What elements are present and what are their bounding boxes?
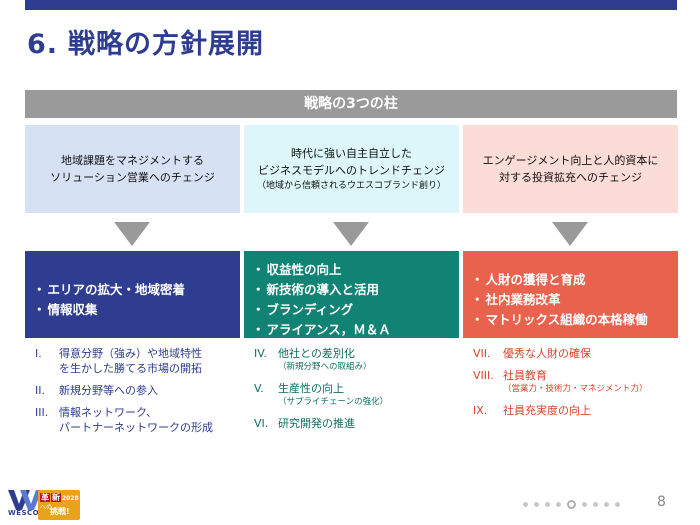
list-item: IX. 社員充実度の向上: [463, 403, 678, 418]
measure-text: 得意分野（強み）や地域特性: [59, 347, 202, 360]
list-item: VIII. 社員教育 （営業力・技術力・マネジメント力）: [463, 368, 678, 396]
measure-text: 研究開発の推進: [278, 417, 355, 430]
roman-numeral: II.: [35, 384, 45, 397]
pillar-3-measures: VII. 優秀な人財の確保 VIII. 社員教育 （営業力・技術力・マネジメント力…: [463, 346, 678, 425]
list-item: V. 生産性の向上 （サプライチェーンの強化）: [244, 381, 459, 409]
roman-numeral: V.: [254, 382, 264, 395]
measure-text: 生産性の向上: [278, 382, 344, 395]
page-title-text: 戦略の方針展開: [68, 29, 265, 60]
pagination-dot[interactable]: [545, 502, 550, 507]
measure-text: 社員教育: [503, 369, 547, 382]
action-item: 収益性の向上: [252, 260, 451, 280]
pillar-1-summary: 地域課題をマネジメントする ソリューション営業へのチェンジ: [25, 125, 240, 213]
pillar-1-summary-line: ソリューション営業へのチェンジ: [50, 171, 215, 184]
wesco-logo-icon: [8, 490, 42, 510]
badge-bottom-text: 挑戦!: [50, 507, 70, 516]
list-item: VI. 研究開発の推進: [244, 416, 459, 431]
pagination-dots: [523, 500, 620, 509]
action-item: アライアンス，Ｍ＆Ａ: [252, 320, 451, 340]
roman-numeral: VIII.: [473, 369, 494, 382]
pillar-2-measures: IV. 他社との差別化 （新規分野への取組み） V. 生産性の向上 （サプライチェー…: [244, 346, 459, 438]
page-title-number: 6.: [27, 29, 59, 60]
pagination-dot[interactable]: [582, 502, 587, 507]
badge-left-text: への: [40, 504, 53, 511]
pillar-1-summary-line: 地域課題をマネジメントする: [61, 154, 204, 167]
top-accent-bar: [25, 0, 677, 10]
measure-text: 新規分野等への参入: [59, 384, 158, 397]
pillar-2-summary-line: 時代に強い自主自立した: [291, 147, 412, 160]
pillar-3-summary: エンゲージメント向上と人的資本に 対する投資拡充へのチェンジ: [463, 125, 678, 213]
list-item: IV. 他社との差別化 （新規分野への取組み）: [244, 346, 459, 374]
roman-numeral: IV.: [254, 347, 267, 360]
pillar-3-summary-line: 対する投資拡充へのチェンジ: [499, 171, 642, 184]
pillar-1-actions: エリアの拡大・地域密着 情報収集: [25, 251, 240, 338]
pillar-2-summary-note: （地域から信頼されるウエスコブランド創り）: [256, 181, 446, 191]
pagination-dot-active[interactable]: [567, 500, 576, 509]
action-item: 新技術の導入と活用: [252, 280, 451, 300]
roman-numeral: VI.: [254, 417, 269, 430]
measure-note: （営業力・技術力・マネジメント力）: [503, 384, 648, 394]
pillar-1-measures: I. 得意分野（強み）や地域特性を生かした勝てる市場の開拓 II. 新規分野等へ…: [25, 346, 240, 442]
list-item: II. 新規分野等への参入: [25, 383, 240, 398]
roman-numeral: VII.: [473, 347, 491, 360]
measure-text: 優秀な人財の確保: [503, 347, 591, 360]
badge-char: 新: [51, 493, 61, 502]
action-item: 情報収集: [33, 300, 232, 320]
action-item: ブランディング: [252, 300, 451, 320]
down-arrow-icon: [552, 222, 588, 246]
badge-year: 2028: [62, 495, 79, 502]
list-item: VII. 優秀な人財の確保: [463, 346, 678, 361]
roman-numeral: IX.: [473, 404, 488, 417]
action-item: 人財の獲得と育成: [471, 270, 670, 290]
down-arrow-icon: [333, 222, 369, 246]
pillar-3-actions: 人財の獲得と育成 社内業務改革 マトリックス組織の本格稼働: [463, 251, 678, 338]
measure-text: 他社との差別化: [278, 347, 355, 360]
pagination-dot[interactable]: [593, 502, 598, 507]
down-arrow-icon: [114, 222, 150, 246]
pagination-dot[interactable]: [556, 502, 561, 507]
roman-numeral: III.: [35, 406, 49, 419]
list-item: I. 得意分野（強み）や地域特性を生かした勝てる市場の開拓: [25, 346, 240, 376]
roman-numeral: I.: [35, 347, 42, 360]
measure-text: を生かした勝てる市場の開拓: [59, 362, 202, 375]
measure-text: パートナーネットワークの形成: [59, 421, 213, 434]
pagination-dot[interactable]: [604, 502, 609, 507]
section-header: 戦略の3つの柱: [25, 90, 677, 118]
page-title: 6. 戦略の方針展開: [27, 22, 264, 61]
action-item: マトリックス組織の本格稼働: [471, 310, 670, 330]
measure-note: （新規分野への取組み）: [278, 362, 372, 372]
action-item: エリアの拡大・地域密着: [33, 280, 232, 300]
pagination-dot[interactable]: [534, 502, 539, 507]
page-number: 8: [657, 494, 666, 510]
logo-brand-text: WESCO: [8, 509, 40, 517]
pillar-2-actions: 収益性の向上 新技術の導入と活用 ブランディング アライアンス，Ｍ＆Ａ: [244, 251, 459, 338]
measure-text: 情報ネットワーク、: [59, 406, 158, 419]
pagination-dot[interactable]: [615, 502, 620, 507]
measure-note: （サプライチェーンの強化）: [278, 397, 389, 407]
pillar-2-summary: 時代に強い自主自立した ビジネスモデルへのトレンドチェンジ （地域から信頼される…: [244, 125, 459, 213]
pillar-2-summary-line: ビジネスモデルへのトレンドチェンジ: [258, 164, 445, 177]
measure-text: 社員充実度の向上: [503, 404, 591, 417]
action-item: 社内業務改革: [471, 290, 670, 310]
pillar-3-summary-line: エンゲージメント向上と人的資本に: [482, 154, 659, 167]
list-item: III. 情報ネットワーク、パートナーネットワークの形成: [25, 405, 240, 435]
badge-char: 革: [40, 493, 50, 502]
pagination-dot[interactable]: [523, 502, 528, 507]
